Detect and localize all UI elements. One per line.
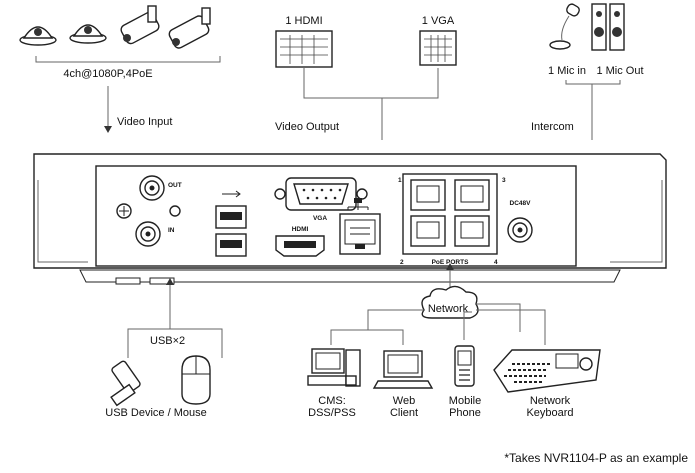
- bullet-camera-icon: [168, 7, 211, 49]
- network-cloud-icon: [421, 285, 479, 319]
- hdmi-label: 1 HDMI: [285, 15, 322, 27]
- mouse-icon: [181, 355, 211, 405]
- poe-port-1-label: 1: [398, 177, 402, 184]
- hdmi-monitor-icon: [275, 30, 333, 68]
- nvr-rear-panel: OUT IN VGA: [33, 153, 667, 285]
- web-client-label-2: Client: [390, 407, 418, 419]
- network-keyboard-label-2: Keyboard: [526, 407, 573, 419]
- network-symbol-icon: [347, 198, 369, 210]
- poe-port-3-label: 3: [502, 177, 506, 184]
- mobile-phone-label-2: Phone: [449, 407, 481, 419]
- mic-out-label: 1 Mic Out: [596, 65, 643, 77]
- hdmi-port-icon: [275, 235, 325, 257]
- cms-label-1: CMS:: [318, 395, 346, 407]
- dc-power-label: DC48V: [510, 200, 532, 207]
- usb-count-label: USB×2: [150, 335, 185, 347]
- mobile-phone-icon: [454, 345, 475, 387]
- laptop-icon: [372, 350, 434, 389]
- audio-in-label: IN: [168, 227, 175, 234]
- network-label: Network: [428, 303, 469, 315]
- audio-out-label: OUT: [168, 182, 182, 189]
- vga-port-icon: [274, 177, 368, 211]
- usb-device-label: USB Device / Mouse: [105, 407, 206, 419]
- vga-monitor-icon: [419, 30, 457, 66]
- poe-port-4-label: 4: [494, 259, 498, 266]
- ground-screw-icon: [116, 203, 181, 219]
- speaker-icon: [591, 3, 625, 51]
- usb-drive-icon: [110, 360, 141, 407]
- cms-computer-icon: [307, 348, 361, 387]
- lan-port-icon: [339, 213, 381, 255]
- intercom-label: Intercom: [531, 121, 574, 133]
- bullet-camera-icon: [120, 5, 160, 45]
- mobile-phone-label-1: Mobile: [449, 395, 481, 407]
- network-keyboard-icon: [493, 349, 601, 393]
- dome-camera-icon: [69, 24, 107, 44]
- audio-in-port-icon: [135, 221, 161, 247]
- cameras-label: 4ch@1080P,4PoE: [63, 68, 152, 80]
- cms-label-2: DSS/PSS: [308, 407, 356, 419]
- poe-port-2-label: 2: [400, 259, 404, 266]
- dome-camera-icon: [19, 26, 57, 46]
- video-input-label: Video Input: [117, 116, 172, 128]
- footnote: *Takes NVR1104-P as an example: [504, 451, 688, 465]
- video-output-label: Video Output: [275, 121, 339, 133]
- camera-group: [19, 5, 221, 133]
- poe-ports-label: PoE PORTS: [432, 259, 470, 266]
- mic-in-label: 1 Mic in: [548, 65, 586, 77]
- audio-out-port-icon: [139, 175, 165, 201]
- usb-port-icon: [215, 190, 247, 257]
- microphone-icon: [549, 3, 580, 50]
- network-keyboard-label-1: Network: [530, 395, 571, 407]
- vga-label: 1 VGA: [422, 15, 455, 27]
- web-client-label-1: Web: [393, 395, 415, 407]
- vga-port-label: VGA: [313, 215, 327, 222]
- dc-power-port-icon: [507, 217, 533, 243]
- poe-ports-block: [402, 173, 498, 255]
- hdmi-port-label: HDMI: [292, 226, 309, 233]
